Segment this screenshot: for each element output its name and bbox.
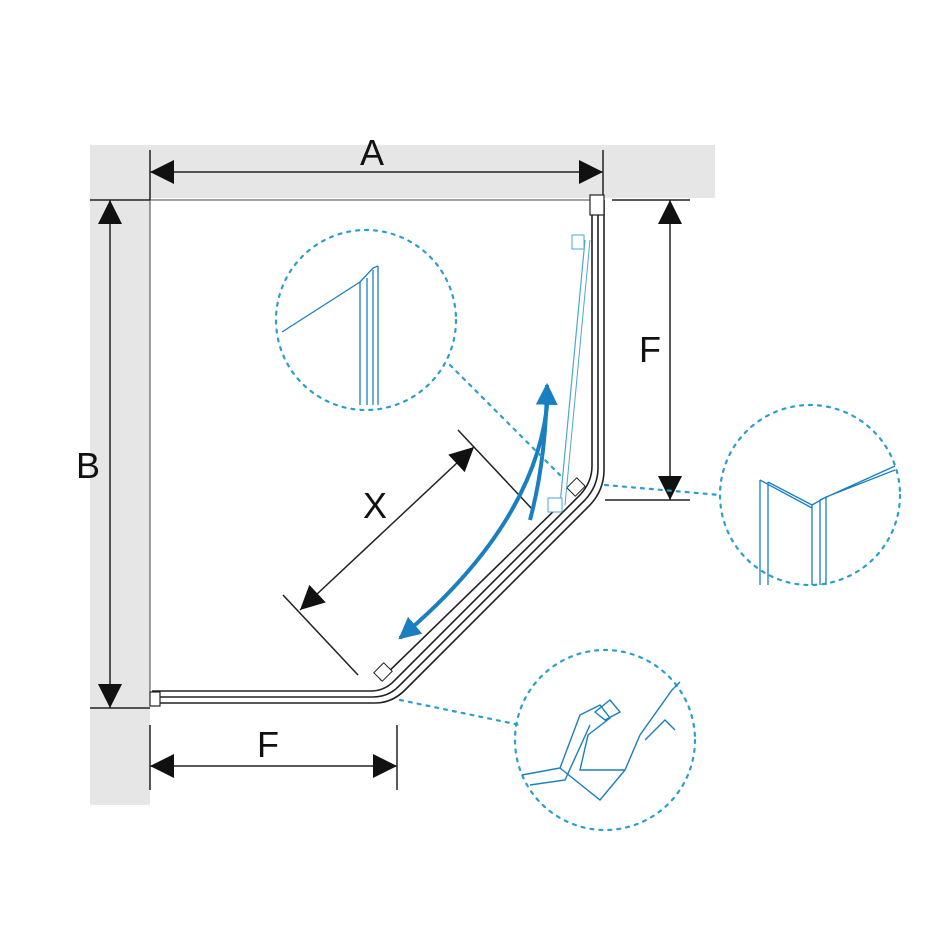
label-a: A (360, 132, 384, 173)
dimension-a: A (149, 132, 604, 200)
dimension-f-bottom: F (149, 724, 398, 790)
dimension-f-right: F (605, 199, 690, 501)
enclosure-profile (149, 194, 605, 707)
wall (90, 145, 715, 805)
detail-magnetic-seal (398, 648, 697, 832)
label-f-right: F (639, 329, 661, 370)
dimension-b: B (76, 199, 150, 709)
dimension-x: X (282, 429, 534, 676)
label-x: X (363, 485, 387, 526)
detail-corner-profile (603, 403, 902, 587)
label-f-bottom: F (257, 724, 279, 765)
detail-wall-profile (274, 228, 562, 477)
label-b: B (76, 445, 100, 486)
